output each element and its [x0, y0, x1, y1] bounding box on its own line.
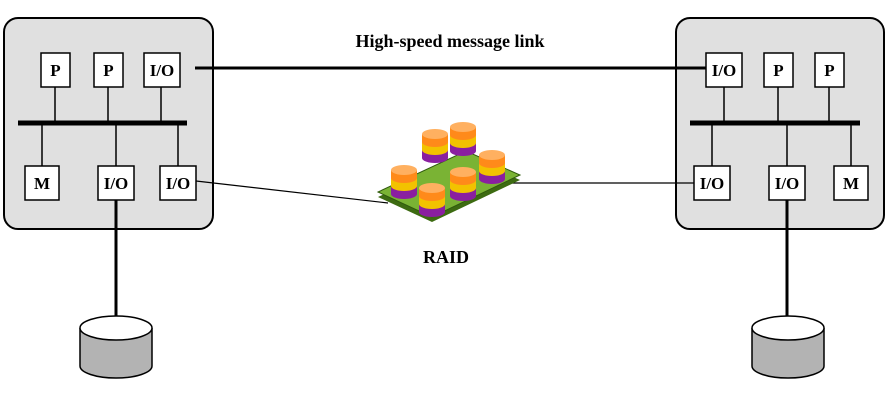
svg-text:I/O: I/O	[104, 174, 129, 193]
left-bottom-box-3: I/O	[159, 165, 197, 201]
svg-text:I/O: I/O	[700, 174, 725, 193]
svg-text:P: P	[103, 61, 113, 80]
svg-text:P: P	[50, 61, 60, 80]
svg-text:M: M	[843, 174, 859, 193]
right-bottom-box-2: I/O	[768, 165, 806, 201]
right-bottom-box-1: I/O	[693, 165, 731, 201]
right-top-box-3: P	[814, 52, 845, 88]
raid-label: RAID	[423, 247, 469, 267]
right-top-box-1: I/O	[705, 52, 743, 88]
svg-text:I/O: I/O	[775, 174, 800, 193]
svg-text:I/O: I/O	[712, 61, 737, 80]
raid-array-icon	[376, 122, 522, 222]
svg-text:I/O: I/O	[166, 174, 191, 193]
right-disk-icon	[751, 315, 825, 379]
left-top-box-2: P	[93, 52, 124, 88]
right-bottom-box-3: M	[833, 165, 869, 201]
left-top-box-3: I/O	[143, 52, 181, 88]
left-disk-icon	[79, 315, 153, 379]
left-bottom-box-2: I/O	[97, 165, 135, 201]
left-bottom-box-1: M	[24, 165, 60, 201]
svg-text:I/O: I/O	[150, 61, 175, 80]
left-top-box-1: P	[40, 52, 71, 88]
left-raid-link	[195, 180, 389, 204]
message-link-label: High-speed message link	[355, 31, 544, 51]
svg-text:M: M	[34, 174, 50, 193]
svg-text:P: P	[824, 61, 834, 80]
right-top-box-2: P	[763, 52, 794, 88]
svg-text:P: P	[773, 61, 783, 80]
